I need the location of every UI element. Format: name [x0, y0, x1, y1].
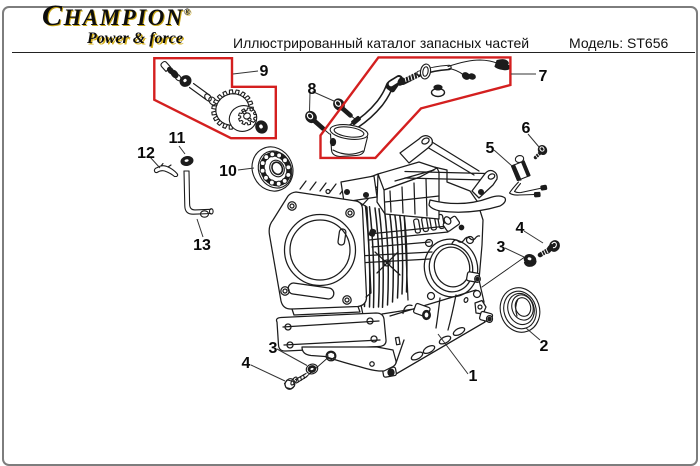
svg-text:13: 13 — [193, 237, 211, 254]
svg-text:9: 9 — [260, 63, 269, 80]
svg-text:6: 6 — [522, 120, 531, 137]
svg-text:8: 8 — [308, 81, 317, 98]
svg-text:10: 10 — [219, 163, 237, 180]
svg-text:11: 11 — [169, 130, 186, 147]
svg-text:3: 3 — [269, 340, 278, 357]
svg-text:4: 4 — [516, 220, 525, 237]
svg-text:7: 7 — [539, 68, 548, 85]
svg-text:2: 2 — [540, 338, 549, 355]
svg-text:3: 3 — [497, 239, 506, 256]
svg-text:5: 5 — [486, 140, 495, 157]
svg-text:1: 1 — [469, 368, 478, 385]
svg-text:12: 12 — [137, 145, 155, 162]
svg-text:4: 4 — [242, 355, 251, 372]
